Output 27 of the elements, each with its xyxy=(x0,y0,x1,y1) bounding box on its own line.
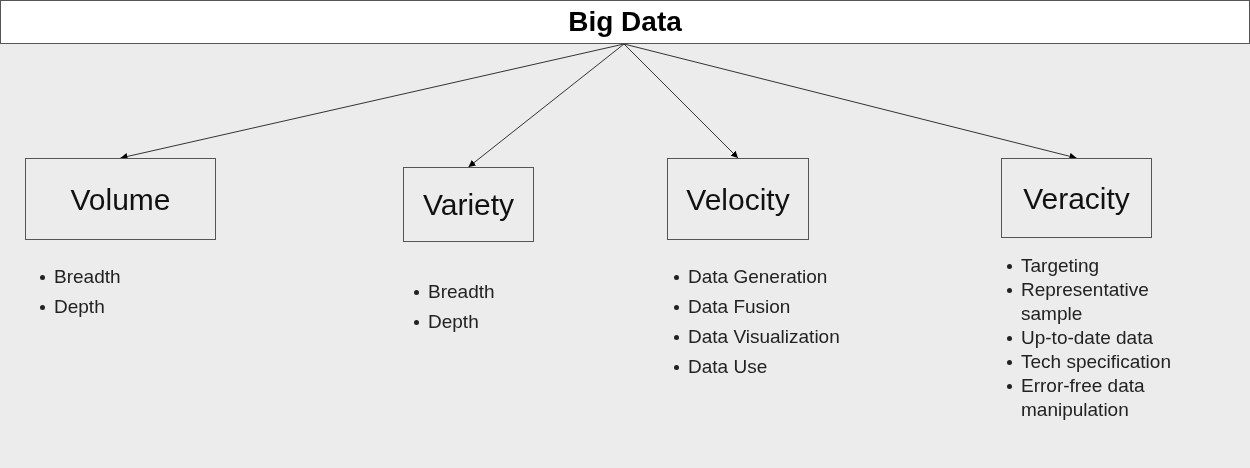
category-label: Volume xyxy=(70,181,171,218)
list-item: Data Fusion xyxy=(688,295,792,319)
arrow xyxy=(623,43,739,159)
category-label: Veracity xyxy=(1023,180,1130,217)
category-box xyxy=(1001,158,1152,238)
list-item: Depth xyxy=(428,310,480,334)
category-box xyxy=(667,158,809,240)
list-item: Up-to-date data xyxy=(1021,326,1155,350)
list-item: Tech specification xyxy=(1021,350,1172,374)
category-box xyxy=(403,167,534,242)
title-box xyxy=(0,0,1250,44)
arrow xyxy=(468,43,625,168)
list-item: Targeting xyxy=(1021,254,1101,278)
title-text: Big Data xyxy=(568,5,682,39)
category-box xyxy=(25,158,216,240)
list-item: Breadth xyxy=(54,265,122,289)
list-item: Error-free data manipulation xyxy=(1021,374,1146,422)
arrow xyxy=(623,43,1077,160)
category-label: Velocity xyxy=(686,181,790,218)
arrow xyxy=(120,43,625,160)
list-item: Data Generation xyxy=(688,265,829,289)
list-item: Breadth xyxy=(428,280,496,304)
list-item: Data Visualization xyxy=(688,325,841,349)
category-label: Variety xyxy=(422,187,515,223)
list-item: Depth xyxy=(54,295,106,319)
list-item: Data Use xyxy=(688,355,769,379)
list-item: Representative sample xyxy=(1021,278,1150,326)
